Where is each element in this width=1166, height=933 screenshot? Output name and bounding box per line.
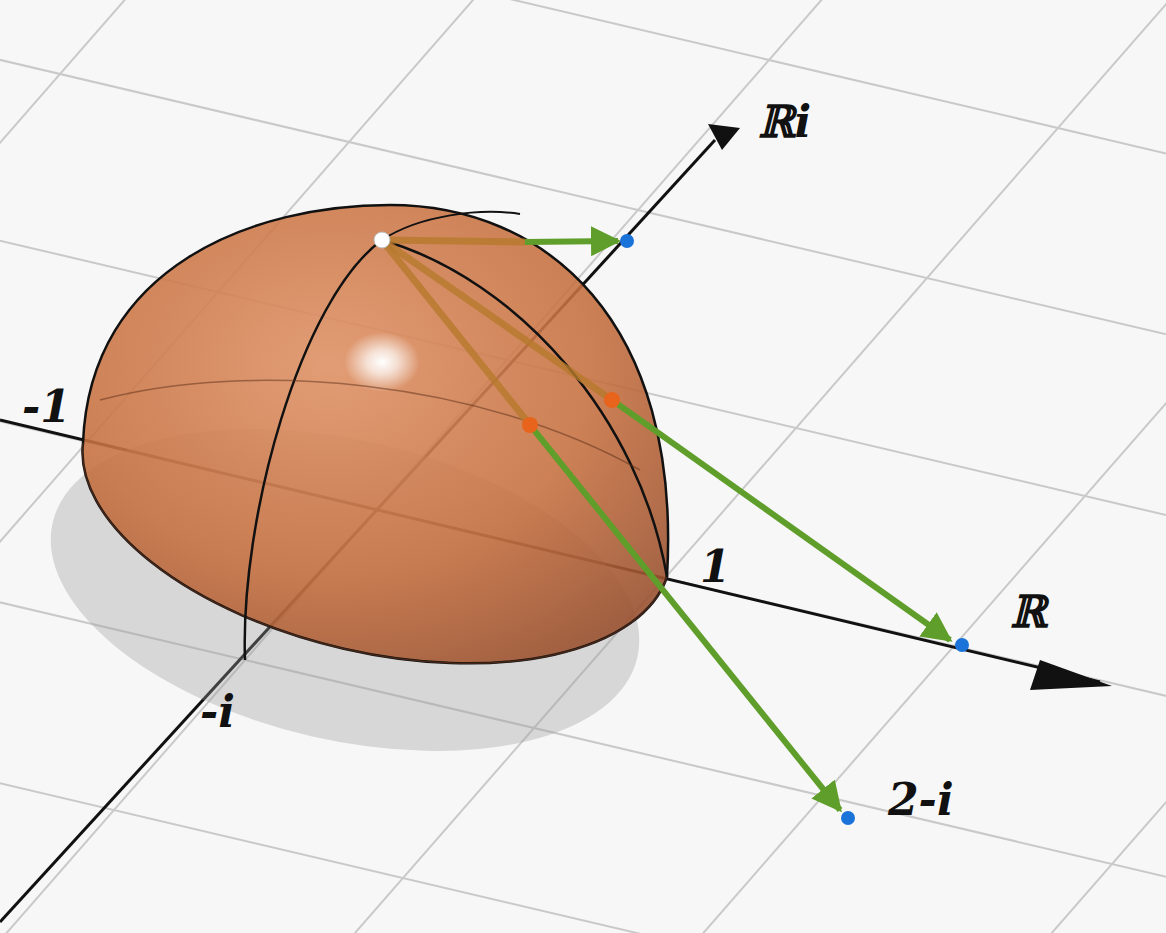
north-pole bbox=[374, 232, 390, 248]
grid-line bbox=[0, 852, 1166, 933]
point-label: 1 bbox=[700, 545, 731, 589]
axis-label: ℝ bbox=[1010, 590, 1047, 634]
plane-point bbox=[841, 811, 855, 825]
axis-label: ℝi bbox=[758, 100, 811, 144]
meridian bbox=[245, 240, 382, 660]
grid-line bbox=[0, 0, 1166, 168]
hemisphere bbox=[82, 205, 668, 663]
axis-arrowhead bbox=[1030, 660, 1112, 690]
axis-arrowhead bbox=[708, 124, 740, 150]
point-label: -1 bbox=[22, 385, 71, 429]
sphere-point bbox=[522, 417, 538, 433]
ray-inside bbox=[382, 240, 525, 242]
ray-inside bbox=[382, 240, 612, 400]
imaginary-axis bbox=[0, 140, 715, 922]
grid-line bbox=[615, 0, 1166, 933]
grid-line bbox=[0, 0, 1004, 933]
projection-arrow bbox=[530, 425, 840, 810]
grid-line bbox=[37, 0, 1166, 933]
ray-inside bbox=[382, 240, 530, 425]
grid-line bbox=[0, 0, 715, 933]
back-rim bbox=[82, 443, 667, 663]
meridian bbox=[382, 212, 520, 240]
sphere-point bbox=[604, 392, 620, 408]
plane-point bbox=[955, 638, 969, 652]
point-label: 2-i bbox=[888, 778, 954, 822]
plane-point bbox=[620, 234, 634, 248]
projection-arrow bbox=[525, 241, 618, 242]
projection-arrow bbox=[612, 400, 950, 640]
point-label: -i bbox=[200, 690, 235, 734]
highlight bbox=[344, 332, 420, 392]
grid-line bbox=[0, 102, 1166, 918]
grid-line bbox=[0, 702, 1166, 933]
